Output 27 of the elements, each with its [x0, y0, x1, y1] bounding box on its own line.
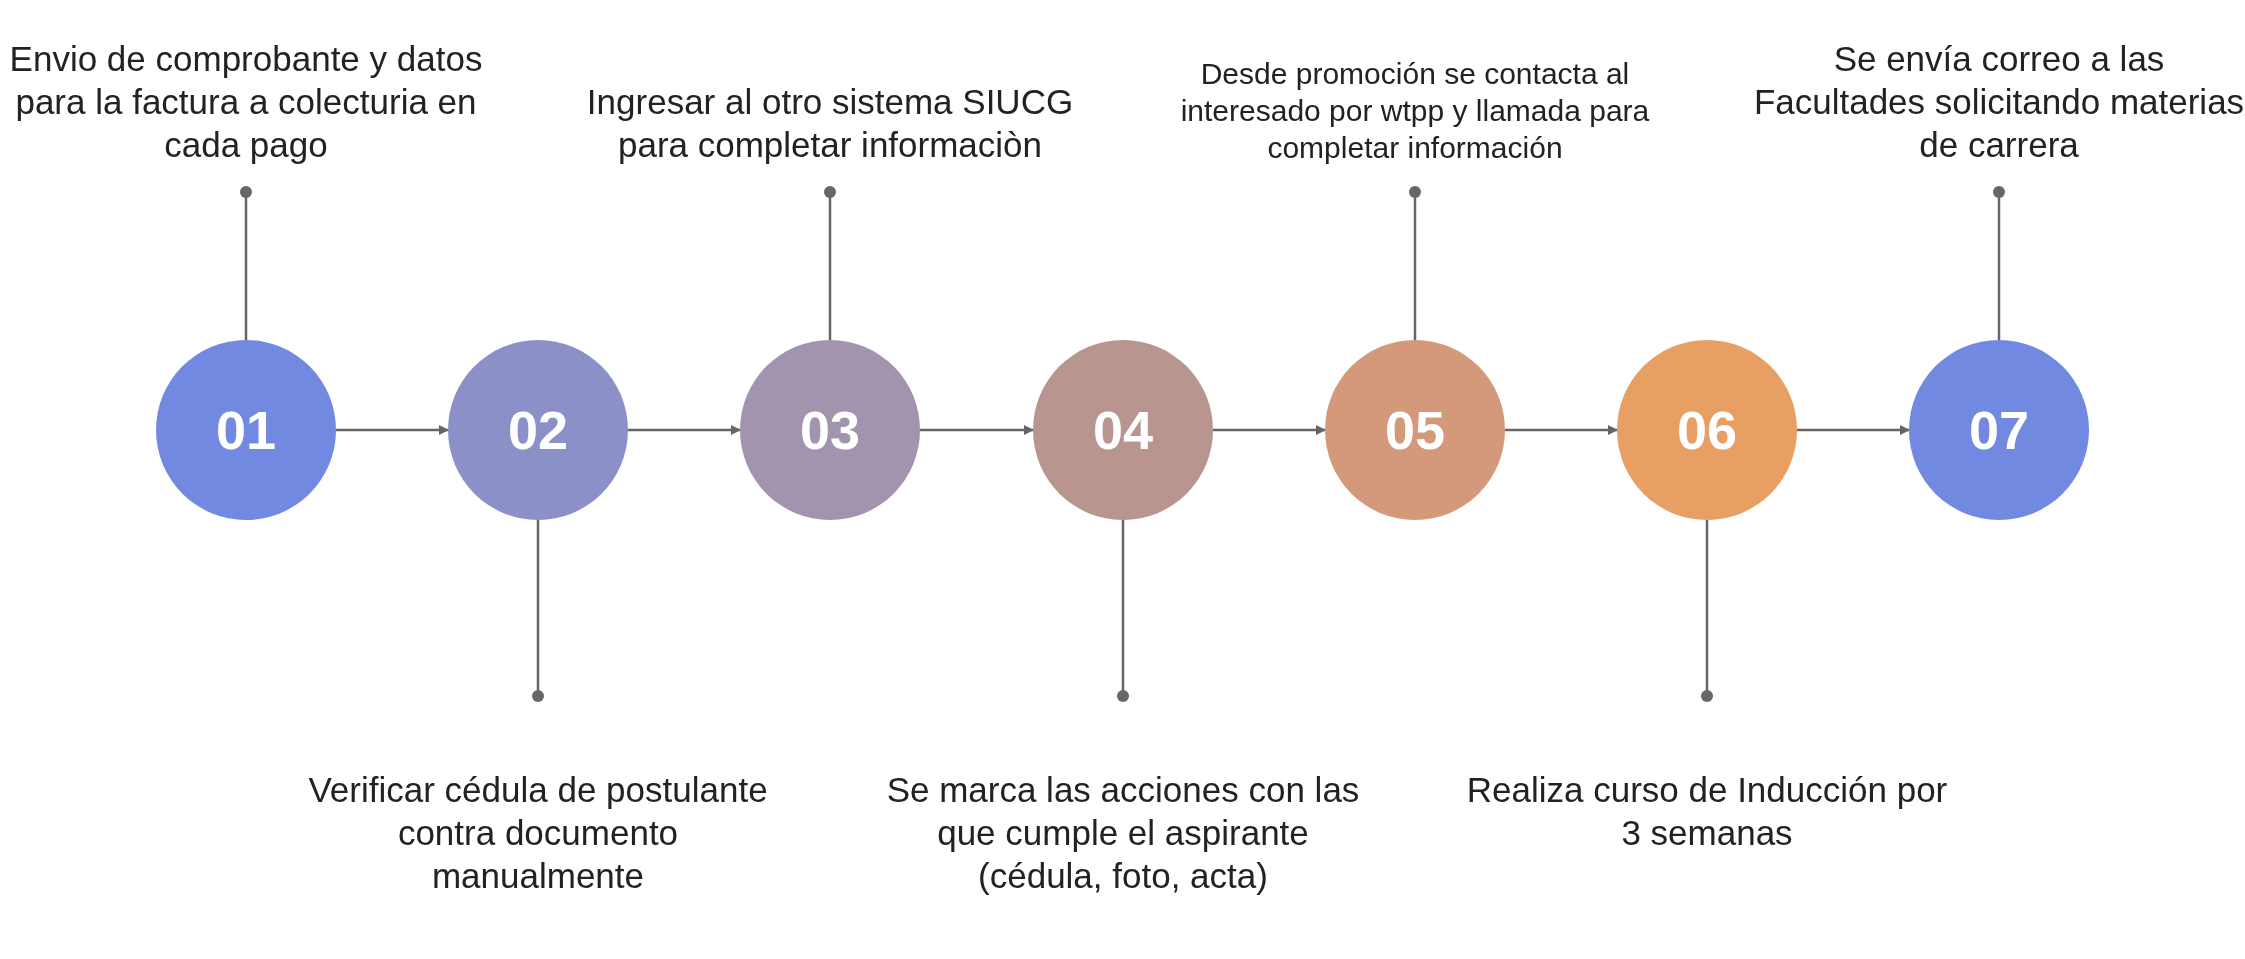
leader-line — [1993, 186, 2005, 340]
step-number: 07 — [1968, 398, 2030, 462]
arrow — [336, 425, 449, 435]
step-description: Ingresar al otro sistema SIUCG para completar informaciòn — [585, 81, 1075, 166]
step-description: Se envía correo a las Facultades solicitando materias de carrera — [1752, 38, 2245, 166]
arrow — [1797, 425, 1910, 435]
arrow — [920, 425, 1034, 435]
step-description: Verificar cédula de postulante contra documento manualmente — [307, 769, 769, 897]
leader-line — [532, 520, 544, 702]
arrow — [628, 425, 741, 435]
step-number: 03 — [799, 398, 861, 462]
leader-line — [1117, 520, 1129, 702]
step-number: 04 — [1092, 398, 1154, 462]
arrow — [1505, 425, 1618, 435]
step-number: 06 — [1676, 398, 1738, 462]
leader-line — [824, 186, 836, 340]
step-number: 01 — [215, 398, 277, 462]
step-number: 05 — [1384, 398, 1446, 462]
leader-line — [1701, 520, 1713, 702]
step-description: Envio de comprobante y datos para la factura a colecturia en cada pago — [8, 38, 484, 166]
leader-line — [240, 186, 252, 340]
step-description: Realiza curso de Inducción por 3 semanas — [1465, 769, 1949, 854]
step-description: Se marca las acciones con las que cumple el aspirante (cédula, foto, acta) — [885, 769, 1361, 897]
arrow — [1213, 425, 1326, 435]
step-number: 02 — [507, 398, 569, 462]
step-description: Desde promoción se contacta al interesado por wtpp y llamada para completar información — [1179, 56, 1651, 166]
leader-line — [1409, 186, 1421, 340]
